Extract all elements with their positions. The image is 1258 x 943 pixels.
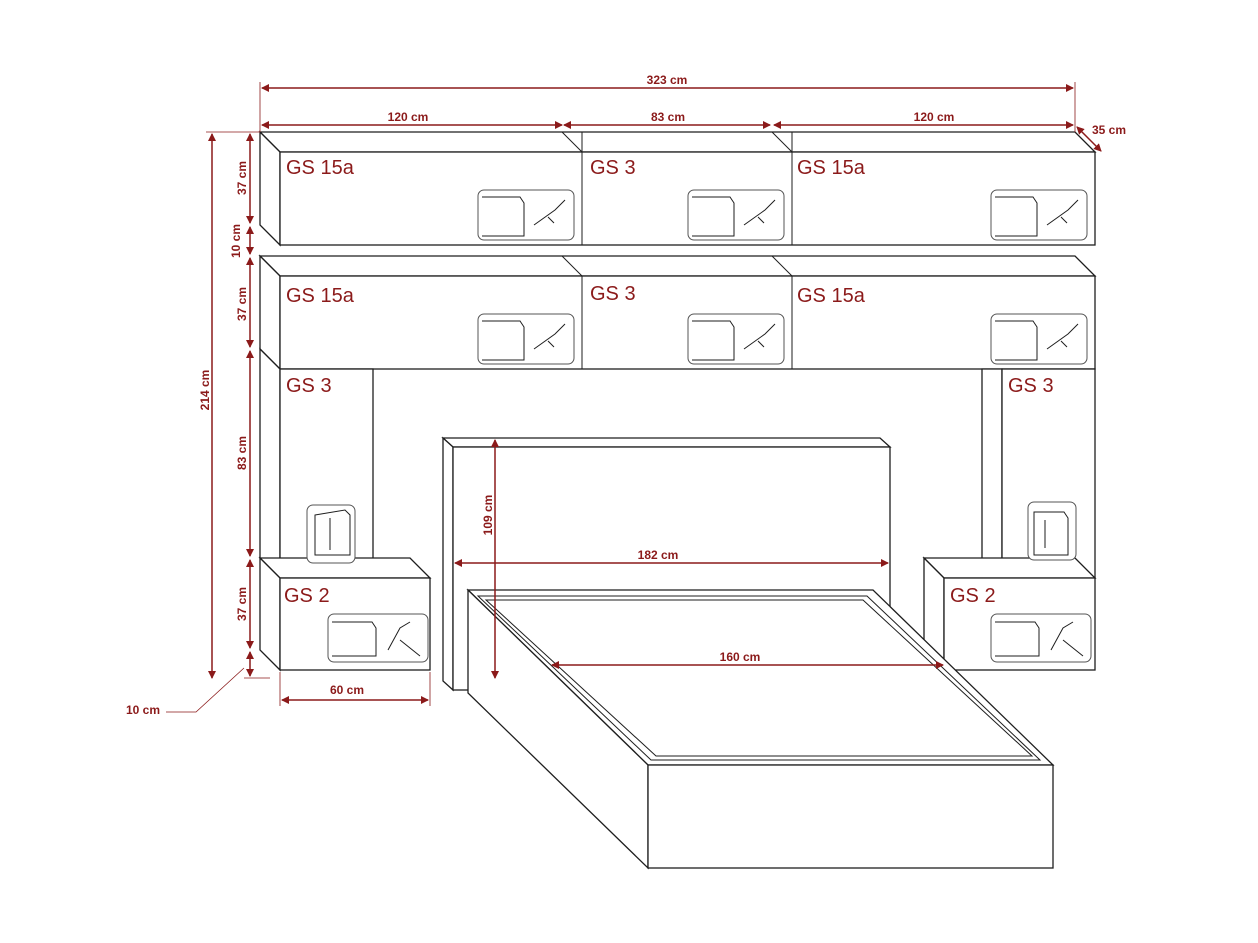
dim-total-height: 214 cm — [198, 370, 212, 411]
dim-gap: 10 cm — [229, 224, 243, 258]
flap-door-icon — [990, 313, 1088, 365]
bed — [441, 436, 1055, 870]
label-row2-right: GS 15a — [797, 285, 866, 307]
cabinet-labels: GS 15a GS 3 GS 15a GS 15a GS 3 GS 15a GS… — [284, 157, 1054, 607]
drawer-icon — [990, 613, 1092, 663]
dim-mattress-width: 160 cm — [720, 650, 761, 664]
label-row2-mid: GS 3 — [590, 283, 636, 305]
label-col-right: GS 3 — [1008, 375, 1054, 397]
swing-door-icon — [306, 504, 356, 564]
dim-bottom-height: 37 cm — [235, 587, 249, 621]
dim-headboard-height: 109 cm — [481, 495, 495, 536]
label-bedside-left: GS 2 — [284, 585, 330, 607]
label-top-left: GS 15a — [286, 157, 355, 179]
flap-door-icon — [687, 313, 785, 365]
dim-upper-height: 37 cm — [235, 161, 249, 195]
label-bedside-right: GS 2 — [950, 585, 996, 607]
flap-door-icon — [477, 313, 575, 365]
dim-headboard-width: 182 cm — [638, 548, 679, 562]
dim-top-left-width: 120 cm — [388, 110, 429, 124]
dim-top-right-width: 120 cm — [914, 110, 955, 124]
top-row-cabinets — [258, 130, 1097, 247]
drawer-icon — [327, 613, 429, 663]
flap-door-icon — [477, 189, 575, 241]
bed-frame — [466, 588, 1055, 870]
label-top-right: GS 15a — [797, 157, 866, 179]
label-row2-left: GS 15a — [286, 285, 355, 307]
dim-column-height: 83 cm — [235, 436, 249, 470]
dim-top-mid-width: 83 cm — [651, 110, 685, 124]
dim-base-gap: 10 cm — [126, 703, 160, 717]
label-col-left: GS 3 — [286, 375, 332, 397]
dim-second-height: 37 cm — [235, 287, 249, 321]
label-top-mid: GS 3 — [590, 157, 636, 179]
panel-icons — [306, 189, 1092, 663]
dimension-lines: 323 cm 120 cm 83 cm 120 cm 35 cm 214 cm … — [126, 73, 1126, 717]
flap-door-icon — [990, 189, 1088, 241]
second-row-cabinets — [258, 254, 1097, 371]
dim-bedside-width: 60 cm — [330, 683, 364, 697]
flap-door-icon — [687, 189, 785, 241]
dim-depth: 35 cm — [1092, 123, 1126, 137]
right-column-cabinet — [981, 368, 1096, 580]
dim-total-width: 323 cm — [647, 73, 688, 87]
swing-door-icon — [1027, 501, 1077, 561]
